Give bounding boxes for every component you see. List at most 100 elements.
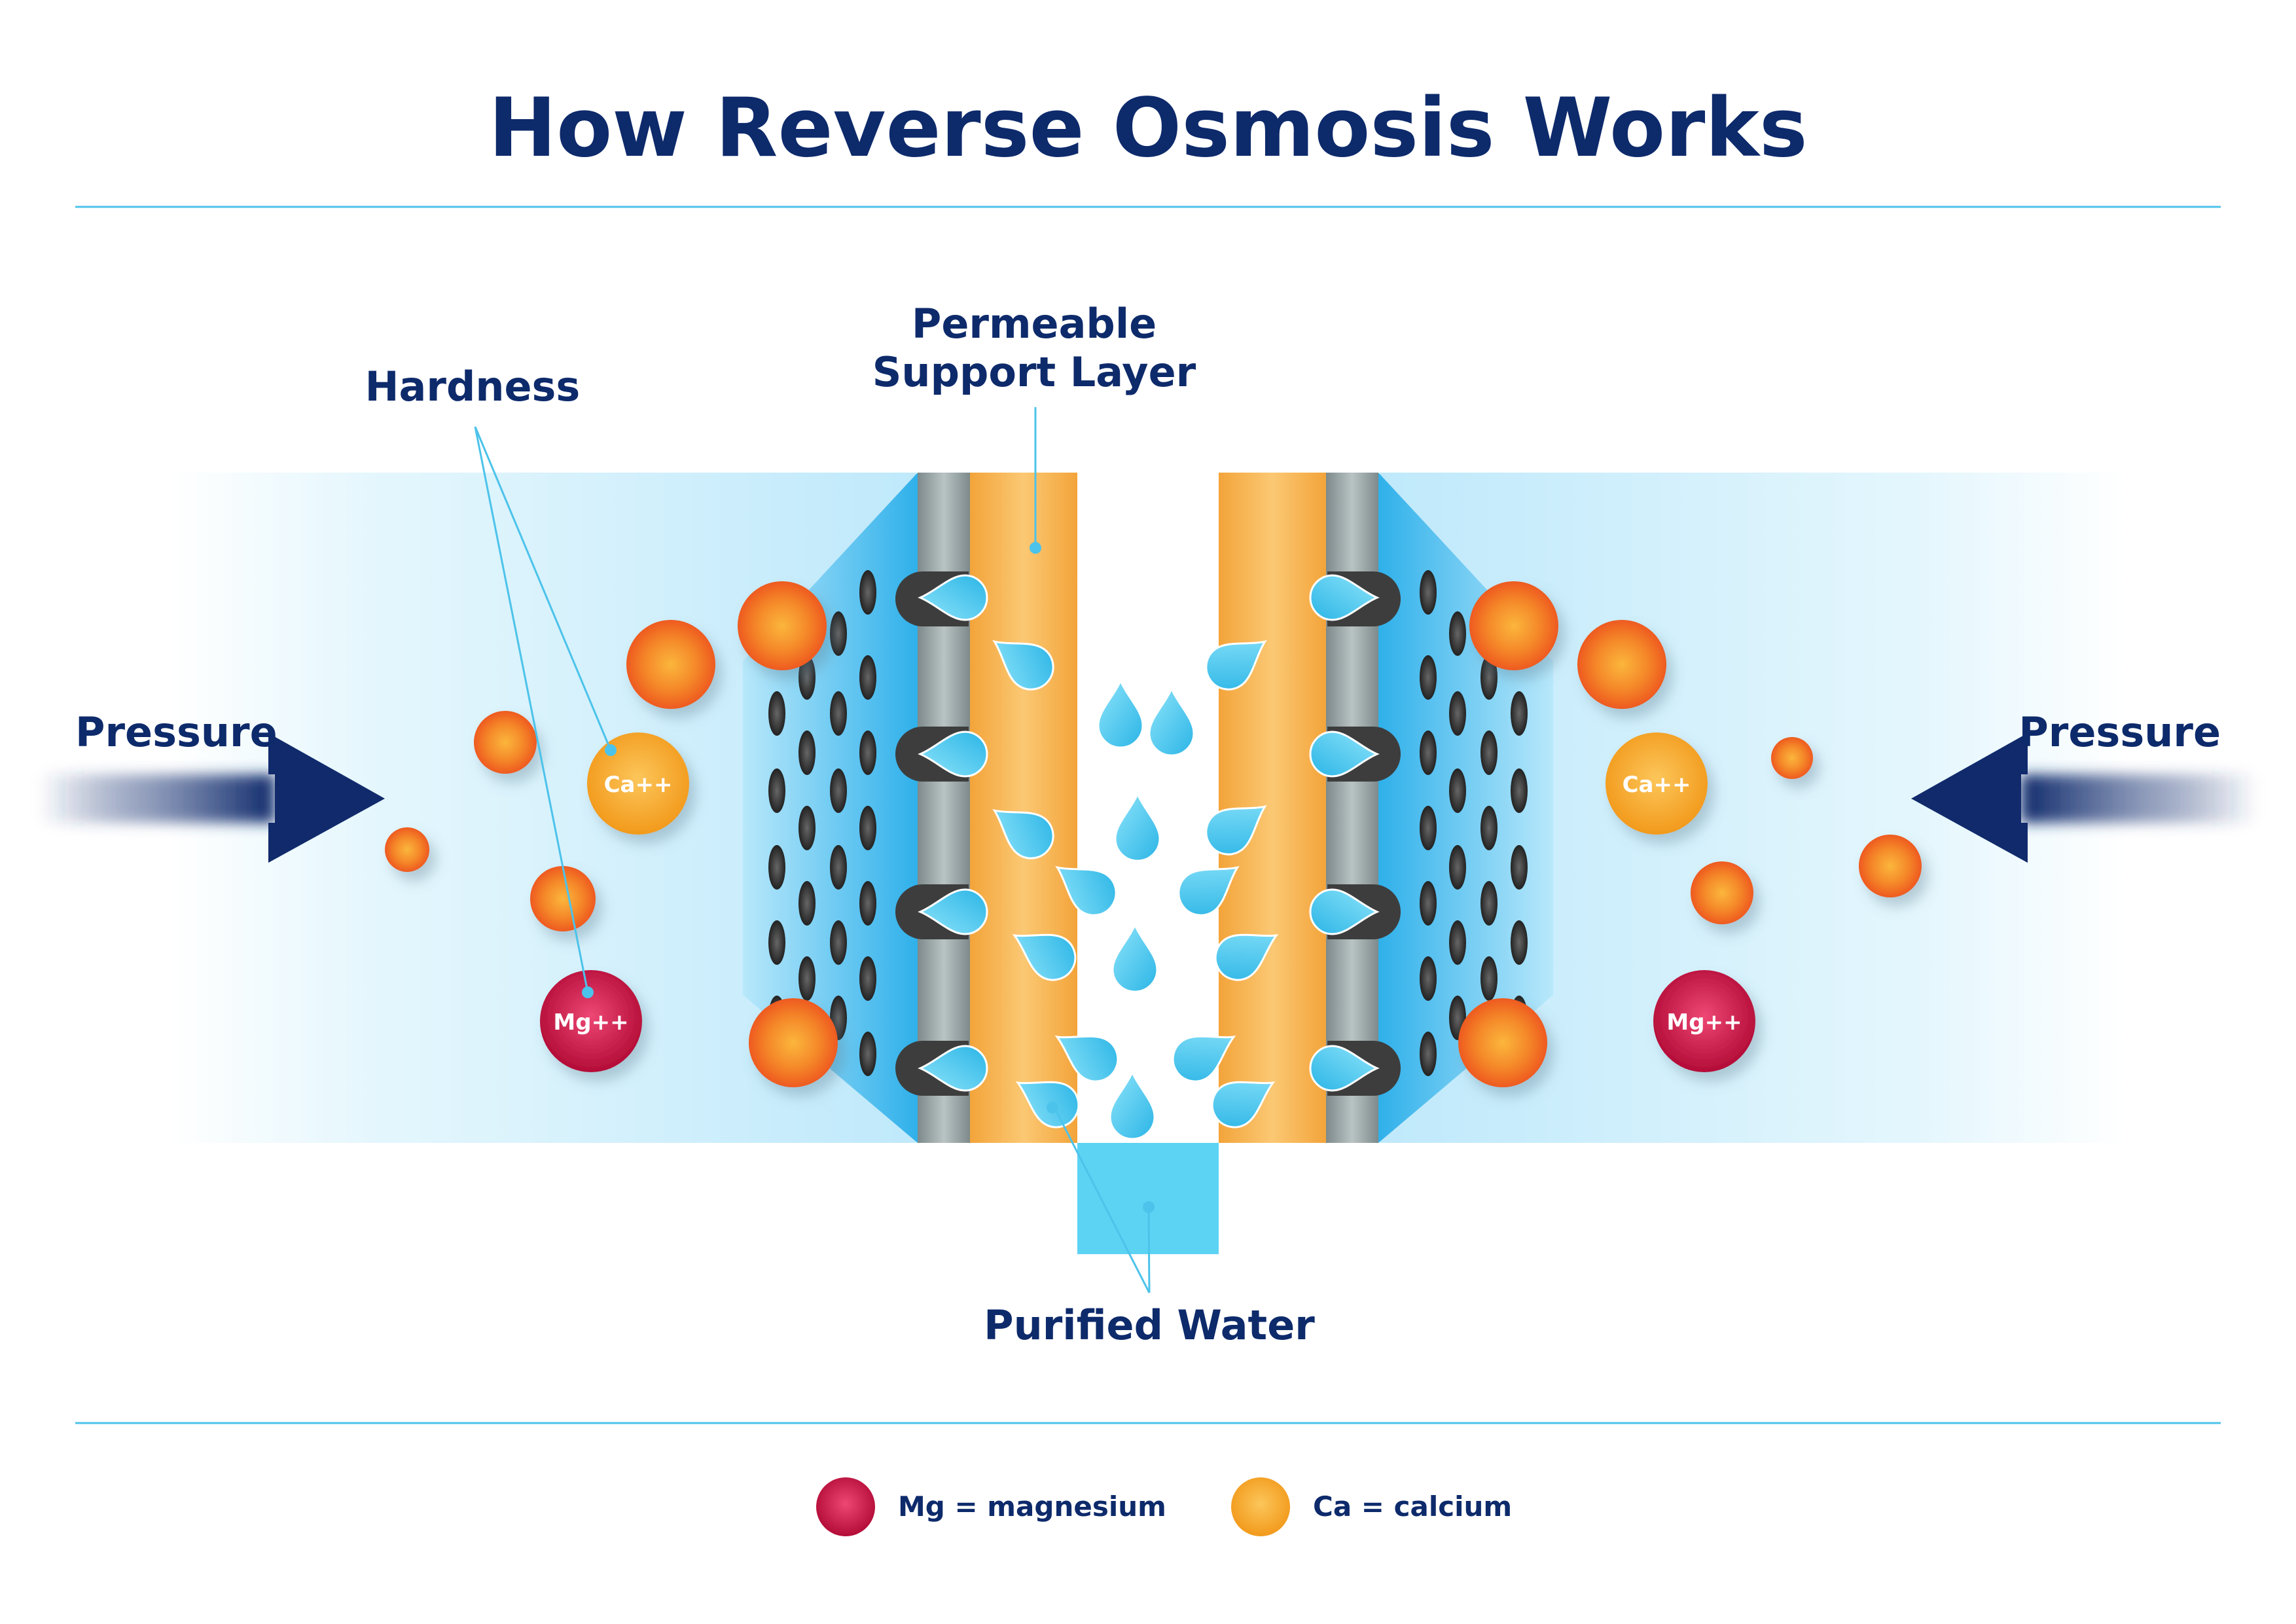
ion-mg-right-label: Mg++ xyxy=(1666,1009,1742,1036)
pore-right xyxy=(1420,1032,1437,1076)
membrane-label-line1: Permeable xyxy=(912,300,1157,348)
pore-left xyxy=(859,1032,876,1076)
pore-right xyxy=(1480,881,1498,926)
water-droplet xyxy=(992,640,1054,691)
droplet-shape xyxy=(1205,804,1267,856)
water-droplet xyxy=(1177,865,1240,916)
pore-left xyxy=(798,806,816,850)
pore-right xyxy=(1511,768,1528,813)
pore-left xyxy=(798,655,816,700)
pore-left xyxy=(830,768,847,813)
contaminant-particle xyxy=(530,866,596,931)
pore-right xyxy=(1480,731,1498,775)
pore-left xyxy=(798,731,816,775)
water-droplet xyxy=(1309,574,1380,621)
droplet-shape xyxy=(1205,640,1267,691)
water-droplet xyxy=(1054,1035,1119,1083)
pore-left xyxy=(798,881,816,926)
water-droplets xyxy=(918,574,1380,1140)
pore-left xyxy=(830,845,847,890)
water-droplet xyxy=(918,1045,988,1092)
droplet-shape xyxy=(1214,933,1279,981)
particle-shape xyxy=(626,620,715,709)
pore-right xyxy=(1420,731,1437,775)
legend-calcium-swatch xyxy=(1231,1477,1290,1536)
membrane-label-line2: Support Layer xyxy=(872,348,1196,396)
water-droplet xyxy=(1097,678,1144,749)
pore-left xyxy=(859,806,876,850)
contaminant-particle xyxy=(1691,861,1753,924)
contaminant-particle xyxy=(1469,581,1558,670)
droplet-shape xyxy=(1309,1045,1380,1092)
pressure-arrow-right xyxy=(1911,733,2257,863)
pore-left xyxy=(859,956,876,1001)
legend-magnesium-label: Mg = magnesium xyxy=(898,1490,1166,1523)
contaminant-particle xyxy=(749,998,838,1087)
pore-right xyxy=(1420,655,1437,700)
pore-left xyxy=(859,881,876,926)
droplet-shape xyxy=(1114,791,1161,862)
water-droplet xyxy=(1114,791,1161,862)
pore-left xyxy=(859,655,876,700)
ion-ca-left xyxy=(587,732,689,835)
contaminant-particle xyxy=(1458,998,1547,1087)
particle-shape xyxy=(1859,835,1922,897)
pressure-label-left: Pressure xyxy=(75,708,278,756)
pore-right xyxy=(1420,806,1437,850)
pore-right xyxy=(1511,845,1528,890)
pore-left xyxy=(859,731,876,775)
water-droplet xyxy=(1205,804,1267,856)
pore-right xyxy=(1420,956,1437,1001)
pore-left xyxy=(830,691,847,736)
pore-right xyxy=(1420,881,1437,926)
pore-left xyxy=(768,691,785,736)
water-droplet xyxy=(1205,640,1267,691)
droplet-shape xyxy=(1211,1081,1276,1128)
contaminant-particle xyxy=(1771,737,1813,779)
pore-right xyxy=(1449,768,1466,813)
purified-water-label: Purified Water xyxy=(984,1301,1315,1349)
water-droplet xyxy=(1172,1035,1236,1083)
pore-left xyxy=(768,920,785,965)
water-droplet xyxy=(1211,1081,1276,1128)
droplet-shape xyxy=(1054,1035,1119,1083)
droplet-shape xyxy=(1111,922,1158,993)
pore-right xyxy=(1449,845,1466,890)
droplet-shape xyxy=(1309,888,1380,935)
pore-right xyxy=(1511,920,1528,965)
water-droplet xyxy=(1111,922,1158,993)
particle-shape xyxy=(1577,620,1666,709)
ion-mg-left-label: Mg++ xyxy=(553,1009,628,1036)
hardness-label: Hardness xyxy=(365,363,581,410)
particle-shape xyxy=(1458,998,1547,1087)
droplet-shape xyxy=(918,731,988,778)
contaminant-particle xyxy=(738,581,827,670)
contaminant-particle xyxy=(385,827,429,872)
droplet-shape xyxy=(918,888,988,935)
pore-right xyxy=(1480,956,1498,1001)
pore-left xyxy=(859,570,876,615)
pore-left xyxy=(830,920,847,965)
pore-left xyxy=(768,768,785,813)
droplet-shape xyxy=(1148,686,1195,757)
droplet-shape xyxy=(1097,678,1144,749)
water-droplet xyxy=(918,888,988,935)
contaminant-particles xyxy=(385,581,1922,1087)
contaminant-particle xyxy=(1577,620,1666,709)
particle-shape xyxy=(385,827,429,872)
droplet-shape xyxy=(1109,1070,1156,1140)
water-droplet xyxy=(1309,731,1380,778)
water-droplet xyxy=(1309,888,1380,935)
particle-shape xyxy=(1691,861,1753,924)
droplet-shape xyxy=(1309,574,1380,621)
water-droplet xyxy=(1148,686,1195,757)
support-layer-left xyxy=(970,473,1077,1143)
pressure-label-right: Pressure xyxy=(2018,708,2221,756)
droplet-shape xyxy=(992,640,1054,691)
pore-right xyxy=(1511,691,1528,736)
pressure-arrow-left xyxy=(39,733,385,863)
ion-ca-right-label: Ca++ xyxy=(1623,772,1691,798)
particle-shape xyxy=(474,711,537,774)
water-droplet xyxy=(918,731,988,778)
